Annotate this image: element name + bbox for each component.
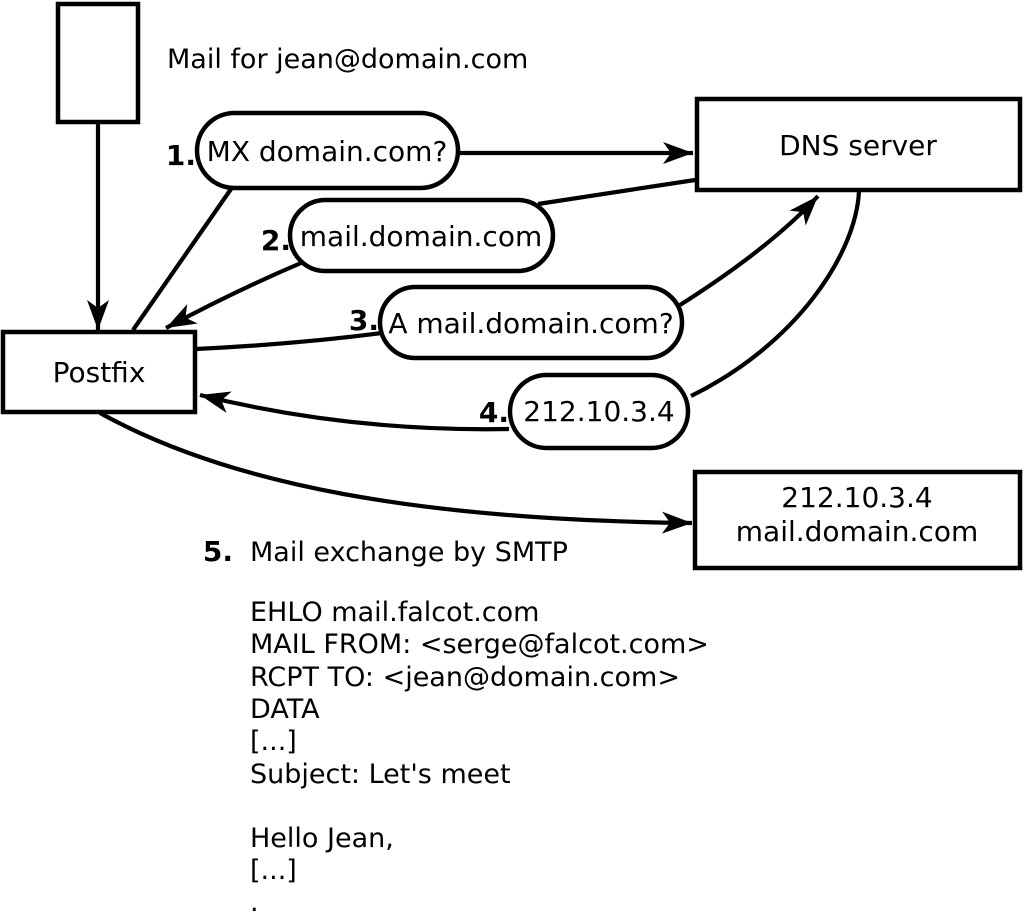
step4-pill: [507, 372, 691, 451]
step4-number: 4.: [479, 396, 509, 429]
step3-number: 3.: [349, 304, 379, 337]
arrow-a-query-to-dns: [678, 194, 820, 307]
smtp-line: Hello Jean,: [250, 823, 394, 854]
line-dns-to-ip-answer: [690, 190, 862, 398]
mail-message-icon: [55, 1, 141, 125]
line-postfix-to-mx-query: [131, 187, 233, 332]
step2-label: mail.domain.com: [300, 220, 542, 253]
mail-server-box: [692, 469, 1023, 571]
step4-label: 212.10.3.4: [523, 395, 674, 428]
line-postfix-to-a-query: [195, 329, 391, 352]
step2-pill: [287, 197, 556, 274]
smtp-line: [...]: [250, 855, 297, 886]
smtp-line: .: [250, 887, 259, 918]
mail-server-ip: 212.10.3.4: [781, 481, 932, 514]
mail-server-hostname: mail.domain.com: [736, 515, 978, 548]
dns-server-label: DNS server: [779, 129, 937, 162]
arrow-mx-answer-to-postfix: [165, 261, 302, 330]
postfix-box: [0, 329, 198, 415]
line-dns-to-mx-answer: [537, 177, 696, 207]
step1-number: 1.: [166, 139, 196, 172]
mail-note: Mail for jean@domain.com: [167, 44, 528, 75]
postfix-label: Postfix: [53, 356, 146, 389]
step3-label: A mail.domain.com?: [388, 307, 673, 340]
smtp-transcript: EHLO mail.falcot.com MAIL FROM: <serge@f…: [250, 597, 709, 918]
smtp-line: EHLO mail.falcot.com: [250, 597, 539, 628]
smtp-line: [...]: [250, 726, 297, 757]
step5-label: Mail exchange by SMTP: [250, 537, 568, 568]
arrow-postfix-to-mail-server: [98, 411, 693, 534]
smtp-line: MAIL FROM: <serge@falcot.com>: [250, 629, 709, 660]
smtp-line: RCPT TO: <jean@domain.com>: [250, 662, 680, 693]
smtp-line: DATA: [250, 694, 320, 725]
smtp-line: Subject: Let's meet: [250, 759, 511, 790]
dns-server-box: [694, 96, 1023, 193]
step3-pill: [377, 284, 685, 361]
step5-number: 5.: [203, 535, 233, 568]
step2-number: 2.: [261, 224, 291, 257]
step1-label: MX domain.com?: [207, 135, 448, 168]
arrow-ip-answer-to-postfix: [199, 391, 510, 432]
step1-pill: [194, 110, 461, 191]
